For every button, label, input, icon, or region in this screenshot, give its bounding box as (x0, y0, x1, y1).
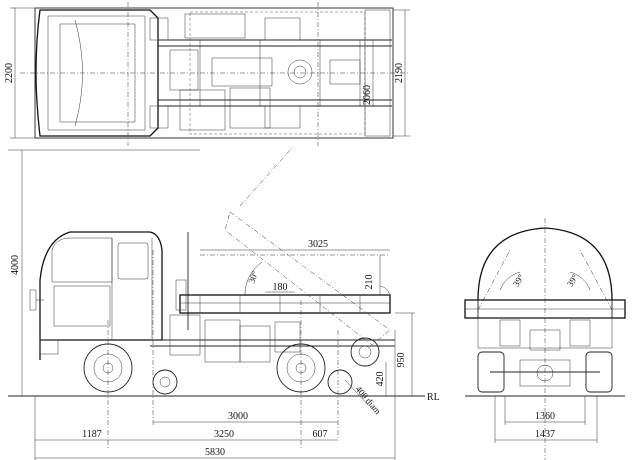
dim-rear-angle-right: 39° (565, 272, 580, 288)
dim-overall-width: 2200 (4, 63, 15, 83)
rear-wheel-right (585, 351, 613, 393)
dim-platform-height: 950 (396, 353, 407, 368)
dim-wheelbase: 3250 (214, 429, 234, 440)
top-cab-roof (47, 15, 146, 131)
label-reference-line: RL (427, 392, 440, 403)
side-view (8, 147, 425, 460)
dim-rear-overhang: 607 (313, 429, 328, 440)
dim-side-height: 210 (364, 275, 375, 290)
rear-wheel-left (477, 351, 505, 393)
side-drum (350, 337, 380, 367)
dim-track-inner: 1360 (535, 411, 555, 422)
top-cab (35, 9, 159, 137)
rear-view (464, 218, 626, 460)
dim-overall-height: 4000 (10, 255, 21, 275)
side-bed-tilted (224, 211, 391, 346)
dim-track-outer: 1437 (535, 429, 555, 440)
side-cab-door-window (51, 237, 113, 283)
dim-tilt-angle: 30° (246, 269, 260, 285)
dim-bed-to-front: 3000 (228, 411, 248, 422)
side-bed-lowered (179, 294, 391, 314)
dim-under-height: 420 (375, 372, 386, 387)
dim-tailgate-offset: 180 (273, 282, 288, 293)
top-view (10, 2, 410, 146)
dim-inner-width: 2060 (362, 85, 373, 105)
side-cab (39, 231, 163, 360)
dim-body-width: 2190 (394, 63, 405, 83)
dim-bed-length: 3025 (308, 239, 328, 250)
dim-overall-length: 5830 (205, 447, 225, 458)
dim-drum-diameter: 400 diam (354, 384, 383, 416)
dim-front-overhang: 1187 (82, 429, 102, 440)
